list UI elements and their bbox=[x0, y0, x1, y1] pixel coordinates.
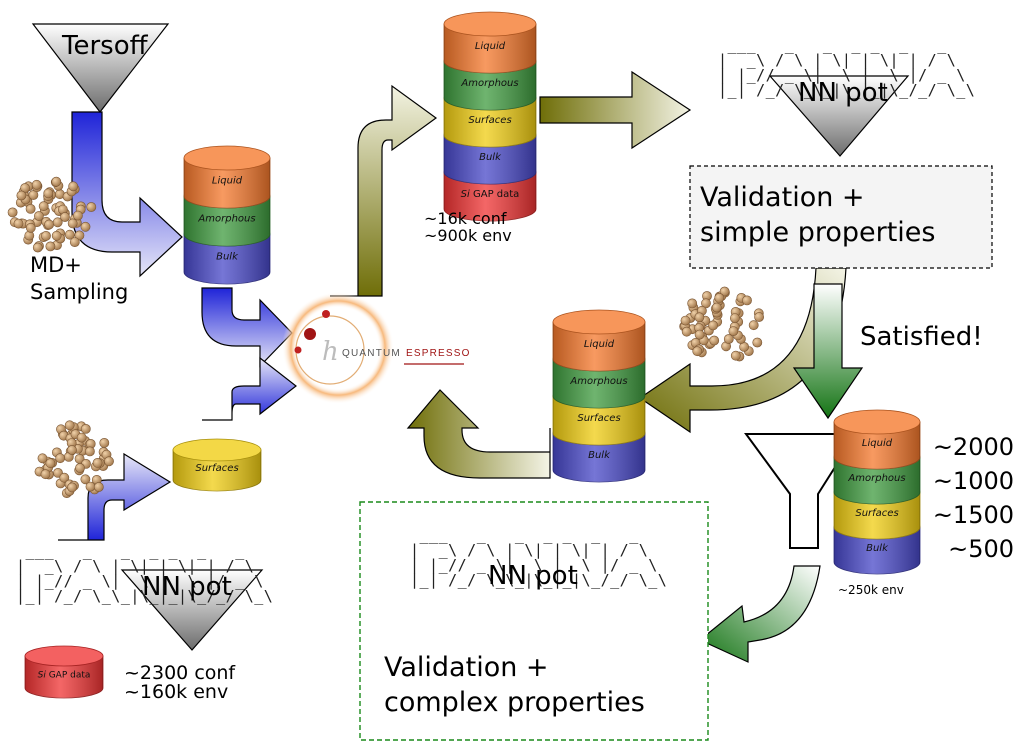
layer-label-gap: Si GAP data bbox=[461, 189, 520, 200]
stack-16k: Si GAP data Bulk Surfaces Amorphous Liquid bbox=[443, 11, 537, 222]
env-160k-label: ~160k env bbox=[124, 681, 229, 703]
stack-surfaces: Surfaces bbox=[172, 438, 262, 492]
layer-label-liquid: Liquid bbox=[212, 176, 243, 187]
panna-ascii-final: ___ _ _ _ _ _ _ | _\ / \ | \| | \| | / \… bbox=[410, 526, 668, 589]
tersoff-label: Tersoff bbox=[62, 31, 148, 61]
layer-label-surfaces: Surfaces bbox=[468, 115, 511, 126]
blue-arrow-to-qe-top bbox=[201, 287, 293, 368]
validation-complex-label: Validation + complex properties bbox=[384, 652, 645, 719]
tersoff-triangle bbox=[31, 23, 170, 113]
olive-arrow-to-panna bbox=[539, 70, 692, 150]
nn-pot-triangle-left bbox=[120, 569, 264, 651]
validation-simple-label: Validation + simple properties bbox=[700, 182, 936, 249]
blue-arrow-to-surfaces bbox=[58, 452, 172, 541]
nn-pot-label-left: NN pot bbox=[142, 572, 232, 602]
layer-label-bulk: Bulk bbox=[588, 450, 611, 461]
md-sampling-label: MD+ Sampling bbox=[30, 253, 129, 305]
layer-label-bulk: Bulk bbox=[866, 543, 889, 554]
blue-arrow-to-qe-bottom bbox=[202, 356, 297, 421]
layer-label-amorphous: Amorphous bbox=[847, 473, 905, 484]
particle-cluster-right bbox=[679, 286, 764, 362]
layer-label-amorphous: Amorphous bbox=[460, 78, 518, 89]
satisfied-label: Satisfied! bbox=[860, 322, 983, 352]
stack-gap: Si GAP data bbox=[24, 645, 104, 699]
svg-text:QUANTUM: QUANTUM bbox=[342, 348, 401, 359]
stack-initial: Bulk Amorphous Liquid bbox=[183, 145, 271, 285]
layer-label-surfaces: Surfaces bbox=[195, 463, 238, 474]
particle-cluster-md bbox=[7, 176, 97, 253]
layer-label-amorphous: Amorphous bbox=[197, 214, 255, 225]
green-arrow-to-final bbox=[698, 565, 821, 663]
olive-arrow-qe-up bbox=[330, 84, 438, 297]
layer-label-liquid: Liquid bbox=[584, 339, 615, 350]
layer-label-gap: Si GAP data bbox=[38, 671, 91, 681]
stack-middle: Bulk Surfaces Amorphous Liquid bbox=[552, 309, 646, 483]
nn-pot-label-top: NN pot bbox=[798, 78, 888, 108]
nn-pot-label-final: NN pot bbox=[488, 561, 578, 591]
layer-label-surfaces: Surfaces bbox=[577, 413, 620, 424]
nn-pot-triangle-top bbox=[768, 75, 910, 157]
panna-ascii-top: ___ _ _ _ _ _ _ | _\ / \ | \| | \| | / \… bbox=[718, 36, 976, 99]
validation-simple-box bbox=[689, 165, 993, 269]
layer-label-surfaces: Surfaces bbox=[855, 508, 898, 519]
layer-label-amorphous: Amorphous bbox=[569, 376, 627, 387]
conf-2300-label: ~2300 conf bbox=[124, 662, 236, 684]
env-250k-label: ~250k env bbox=[838, 583, 904, 597]
quantum-espresso-logo: h QUANTUM ESPRESSO bbox=[282, 292, 471, 404]
layer-label-liquid: Liquid bbox=[862, 438, 893, 449]
particle-cluster-lower bbox=[34, 420, 114, 498]
panna-ascii-left: ___ _ _ _ _ _ _ | _\ / \ | \| | \| | / \… bbox=[16, 542, 274, 605]
count-amorphous: ~1000 bbox=[932, 467, 1014, 495]
count-surfaces: ~1500 bbox=[932, 501, 1014, 529]
green-arrow-satisfied bbox=[792, 283, 864, 420]
layer-label-bulk: Bulk bbox=[479, 152, 502, 163]
env-900k-label: ~900k env bbox=[424, 226, 512, 245]
layer-label-bulk: Bulk bbox=[216, 252, 239, 263]
svg-text:ESPRESSO: ESPRESSO bbox=[406, 348, 471, 359]
olive-arrow-stack-to-qe bbox=[406, 389, 551, 479]
stack-filtered: Bulk Surfaces Amorphous Liquid bbox=[833, 409, 921, 575]
count-bulk: ~500 bbox=[948, 535, 1014, 563]
validation-complex-box bbox=[359, 501, 709, 741]
conf-16k-label: ~16k conf bbox=[424, 209, 507, 228]
count-liquid: ~2000 bbox=[932, 433, 1014, 461]
svg-text:h: h bbox=[322, 337, 339, 367]
layer-label-liquid: Liquid bbox=[475, 41, 506, 52]
